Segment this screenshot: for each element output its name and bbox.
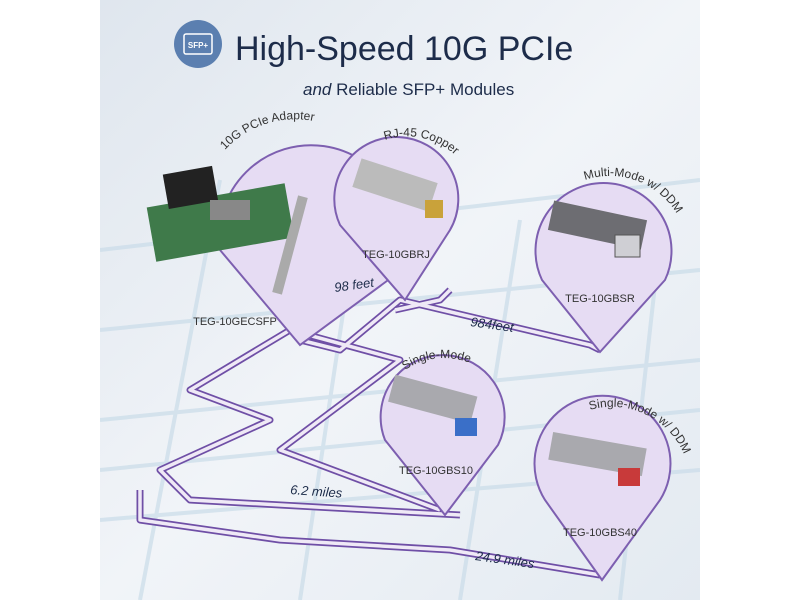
rj45-module-image [352,158,443,218]
distance-98ft: 98 feet [333,274,376,295]
distance-6-2mi: 6.2 miles [290,482,343,501]
pcie-card-image [146,165,308,295]
model-label: TEG-10GBS40 [563,527,637,539]
sfp-badge-icon: SFP+ [174,20,222,68]
product-pin-single-mode: Single-Mode TEG-10GBS10 [379,347,506,517]
model-label: TEG-10GECSFP [193,316,277,328]
infographic: SFP+ High-Speed 10G PCIe and Reliable SF… [100,0,700,600]
model-label: TEG-10GBS10 [399,465,473,477]
svg-text:SFP+: SFP+ [188,41,209,50]
model-label: TEG-10GBRJ [362,249,430,261]
page-title: High-Speed 10G PCIe [235,30,573,68]
sfp-module-image [547,200,648,258]
product-pin-multimode-ddm: Multi-Mode w/ DDM TEG-10GBSR [534,165,686,354]
model-label: TEG-10GBSR [565,293,635,305]
header: SFP+ High-Speed 10G PCIe and Reliable SF… [174,20,573,99]
page-subtitle: and Reliable SFP+ Modules [303,80,514,99]
distance-984ft: 984feet [470,314,516,335]
sfp-module-image [548,432,647,486]
sfp-module-image [388,374,478,436]
cable-routes [136,287,602,579]
product-pin-single-mode-ddm: Single-Mode w/ DDM TEG-10GBS40 [533,394,694,582]
